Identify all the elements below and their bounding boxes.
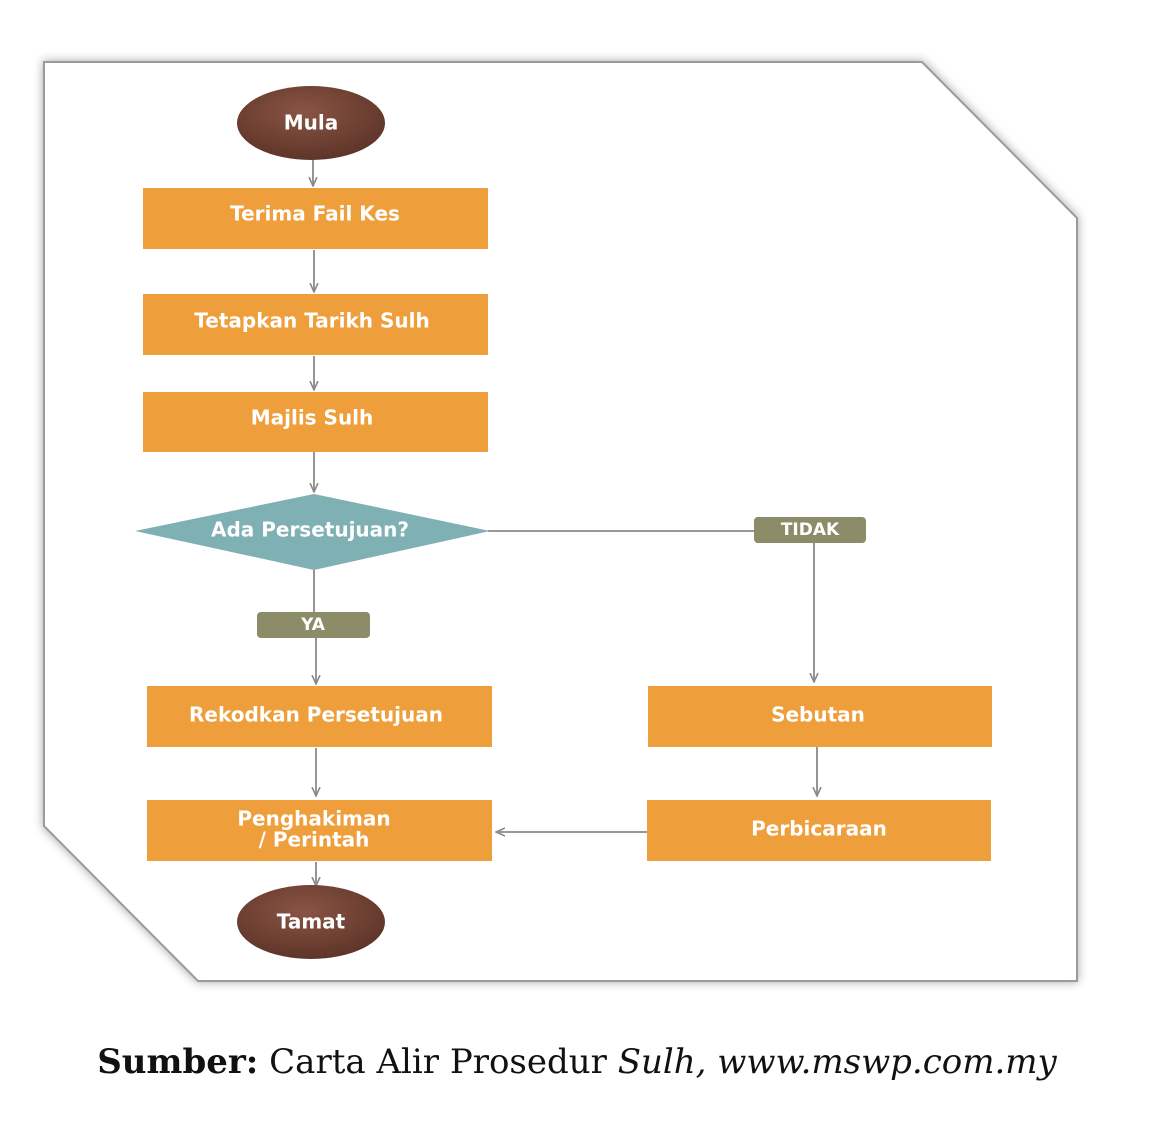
- process-mention: Sebutan: [648, 686, 992, 747]
- end-terminal: Tamat: [237, 885, 385, 959]
- start-label: Mula: [284, 111, 339, 135]
- diagram-frame: [43, 61, 1078, 982]
- process-receive-case-file-label: Terima Fail Kes: [230, 202, 400, 226]
- process-sulh-council-label: Majlis Sulh: [251, 406, 374, 430]
- caption-text: Carta Alir Prosedur: [269, 1042, 607, 1082]
- process-record-agreement: Rekodkan Persetujuan: [147, 686, 492, 747]
- start-terminal: Mula: [237, 86, 385, 160]
- caption-label: Sumber:: [97, 1042, 259, 1082]
- branch-label-yes-text: YA: [300, 615, 326, 635]
- connectors: [313, 158, 817, 886]
- decision-agreement: Ada Persetujuan?: [135, 494, 490, 570]
- branch-label-yes: YA: [257, 612, 370, 638]
- process-receive-case-file: Terima Fail Kes: [143, 188, 488, 249]
- process-mention-label: Sebutan: [771, 703, 865, 727]
- process-judgment-order-label-line2: / Perintah: [259, 828, 370, 852]
- branch-label-no-text: TIDAK: [781, 520, 840, 540]
- process-judgment-order-label-line1: Penghakiman: [237, 807, 390, 831]
- process-record-agreement-label: Rekodkan Persetujuan: [189, 703, 443, 727]
- source-caption: Sumber: Carta Alir Prosedur Sulh, www.ms…: [0, 1042, 1154, 1082]
- process-judgment-order: Penghakiman / Perintah: [147, 800, 492, 861]
- process-trial-label: Perbicaraan: [751, 817, 887, 841]
- end-label: Tamat: [277, 910, 346, 934]
- process-trial: Perbicaraan: [647, 800, 991, 861]
- sulh-flowchart: Mula Terima Fail Kes Tetapkan Tarikh Sul…: [43, 61, 1078, 982]
- process-set-sulh-date-label: Tetapkan Tarikh Sulh: [194, 309, 429, 333]
- process-sulh-council: Majlis Sulh: [143, 392, 488, 452]
- decision-agreement-label: Ada Persetujuan?: [211, 518, 409, 542]
- branch-label-no: TIDAK: [754, 517, 866, 543]
- process-set-sulh-date: Tetapkan Tarikh Sulh: [143, 294, 488, 355]
- caption-italic-text: Sulh, www.mswp.com.my: [617, 1042, 1057, 1082]
